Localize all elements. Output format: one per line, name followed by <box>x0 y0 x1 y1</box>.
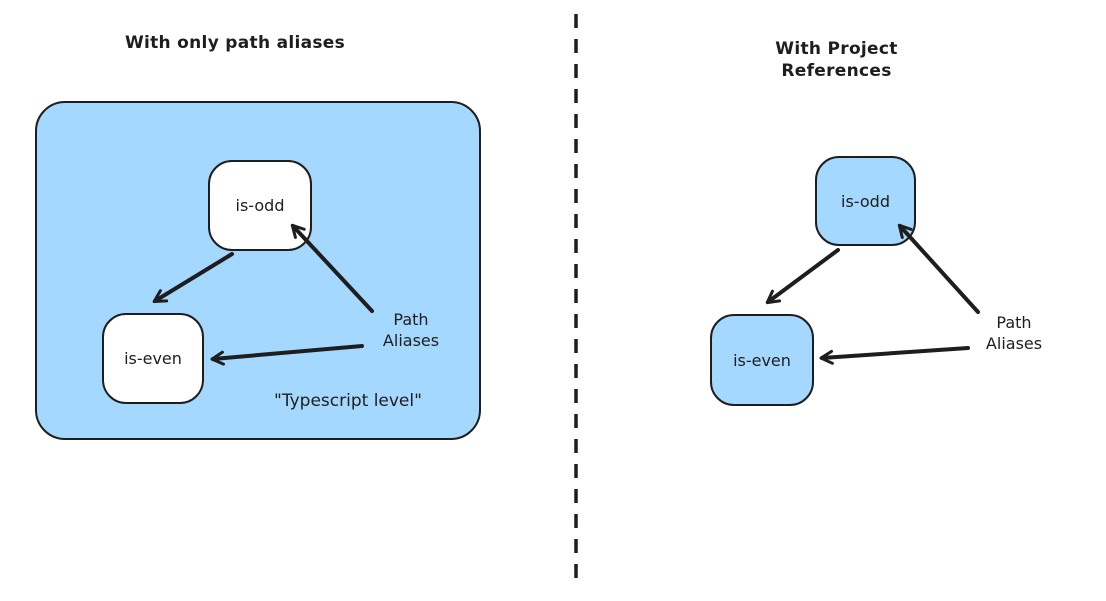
typescript-level-caption: "Typescript level" <box>274 391 422 411</box>
right-path-aliases-annotation: Path Aliases <box>968 313 1060 355</box>
left-node-is-odd-label: is-odd <box>235 196 285 215</box>
right-arrow-aliases-to-isodd <box>897 223 980 314</box>
right-path-aliases-line1: Path <box>996 313 1032 332</box>
right-node-is-even: is-even <box>710 314 814 406</box>
right-node-is-odd: is-odd <box>815 156 916 246</box>
right-node-is-even-label: is-even <box>733 350 791 370</box>
right-path-aliases-line2: Aliases <box>985 333 1043 353</box>
left-path-aliases-line1: Path <box>393 310 429 329</box>
left-node-is-even: is-even <box>102 313 204 404</box>
right-node-is-odd-label: is-odd <box>841 191 890 211</box>
right-arrow-isodd-to-iseven <box>765 248 840 305</box>
left-node-is-even-label: is-even <box>124 349 182 368</box>
right-panel-title: With Project References <box>775 39 898 82</box>
left-path-aliases-line2: Aliases <box>382 330 440 350</box>
left-path-aliases-annotation: Path Aliases <box>366 310 456 352</box>
left-panel-title: With only path aliases <box>124 33 346 53</box>
left-node-is-odd: is-odd <box>208 160 312 251</box>
right-arrow-aliases-to-iseven <box>819 346 970 365</box>
